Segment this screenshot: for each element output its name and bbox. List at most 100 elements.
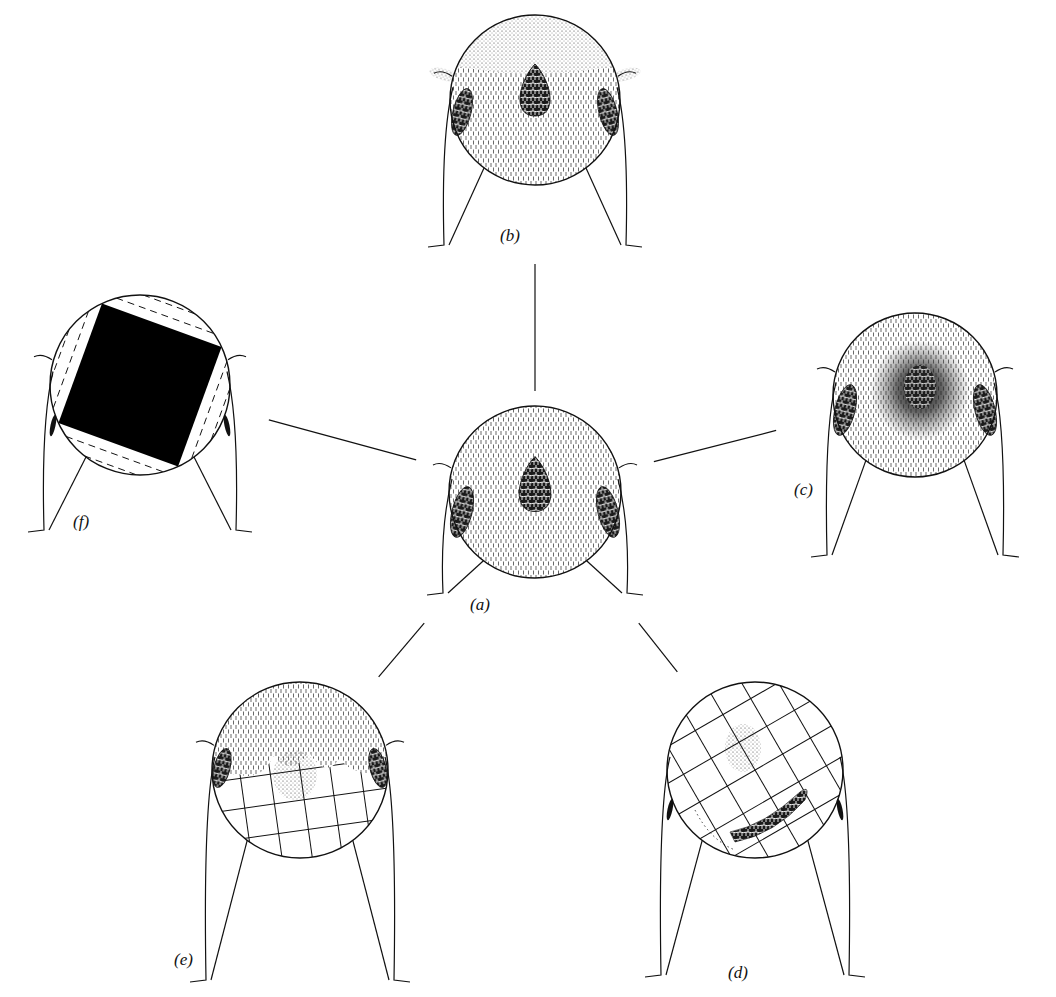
cross-grid <box>640 675 890 989</box>
figure-panel: (a) <box>420 395 650 620</box>
grid-line <box>640 683 841 801</box>
ear-curl <box>995 368 1013 372</box>
head-outline <box>833 313 997 477</box>
leg-inner <box>449 168 484 245</box>
leg-outer <box>190 757 215 982</box>
leg-inner <box>353 840 389 980</box>
grid-line <box>685 766 889 884</box>
head-outline <box>450 15 620 185</box>
leg-outer <box>28 372 53 533</box>
illustration-group <box>12 290 265 532</box>
grid-line <box>170 680 198 904</box>
hatching <box>833 313 997 477</box>
grid-line <box>653 711 857 829</box>
head-illustration <box>780 310 1050 565</box>
grid-line <box>640 675 793 718</box>
label-holder: (b) <box>500 226 520 246</box>
leg-outer <box>427 479 452 595</box>
head-interior <box>12 290 265 513</box>
leg-inner <box>586 168 621 245</box>
figure-panel: (e) <box>170 680 420 992</box>
head-ground <box>449 406 621 578</box>
leg-inner <box>964 461 998 555</box>
pebbled-streak <box>730 789 807 842</box>
label-holder: (f) <box>73 512 89 532</box>
grid-line <box>204 902 420 935</box>
figure-panel: (c) <box>780 310 1050 565</box>
head-illustration <box>640 675 890 990</box>
head-illustration <box>5 290 265 542</box>
pebbled-core <box>904 365 936 409</box>
cross-grid <box>170 680 420 939</box>
leg-outer <box>645 757 670 977</box>
ear-curl <box>228 355 246 359</box>
grid-line <box>194 680 227 899</box>
connector-line <box>269 420 416 460</box>
square-frame <box>12 290 265 513</box>
figure-panel: (d) <box>640 675 890 990</box>
grid-line <box>200 872 420 905</box>
hatching <box>449 406 621 578</box>
ear-curl <box>618 72 636 76</box>
leg-inner <box>448 561 483 593</box>
label-holder: (a) <box>470 595 490 615</box>
head-interior <box>449 406 621 578</box>
illustration-group <box>428 13 642 247</box>
leg-inner <box>211 840 247 980</box>
head-outline <box>50 295 230 475</box>
grid-line <box>751 675 869 840</box>
leg-outer <box>994 383 1019 557</box>
illustration-group <box>427 406 643 595</box>
head-interior <box>170 680 420 939</box>
grid-line <box>807 675 890 808</box>
leg-inner <box>666 840 702 975</box>
leg-inner <box>587 561 622 593</box>
label-holder: (d) <box>728 963 748 983</box>
illustration-group <box>640 675 890 989</box>
ear-curl <box>434 72 452 76</box>
head-ground <box>833 313 997 477</box>
ear-curl <box>196 741 214 745</box>
head-outline <box>212 682 388 858</box>
leg-inner <box>832 461 866 555</box>
leg-outer <box>428 87 453 247</box>
head-illustration <box>170 680 420 992</box>
ear-curl <box>619 463 637 467</box>
head-ground <box>50 295 230 475</box>
ear-curl <box>433 463 451 467</box>
grid-line <box>640 748 675 952</box>
head-outline <box>449 406 621 578</box>
pebbled-teardrop <box>520 64 550 116</box>
leg-inner <box>194 457 231 530</box>
leg-outer <box>618 479 643 595</box>
panel-label: (a) <box>470 595 490 615</box>
connector-line <box>654 430 776 461</box>
ear-curl <box>386 741 404 745</box>
panel-label: (c) <box>794 480 813 500</box>
grid-line <box>696 675 814 872</box>
leg-outer <box>227 372 252 533</box>
grid-line <box>640 675 777 690</box>
connector-line <box>379 623 425 677</box>
head-illustration <box>420 395 650 620</box>
leg-outer <box>617 87 642 247</box>
label-holder: (c) <box>794 480 813 500</box>
connector-line <box>639 623 678 672</box>
ear-curl <box>34 355 52 359</box>
pebbled-teardrop <box>519 457 551 512</box>
head-illustration <box>425 10 645 260</box>
illustration-group <box>811 313 1019 557</box>
grid-line <box>640 675 809 746</box>
figure-panel: (b) <box>425 10 645 260</box>
leg-inner <box>808 840 844 975</box>
head-interior <box>640 675 890 989</box>
ear-curl <box>817 368 835 372</box>
black-square <box>58 303 221 466</box>
grid-line <box>724 675 842 856</box>
stippled-patch <box>725 724 761 772</box>
connector-line <box>534 264 535 391</box>
panel-label: (e) <box>174 950 193 970</box>
label-holder: (e) <box>174 950 193 970</box>
dark-fuzz <box>870 340 970 440</box>
head-interior <box>448 13 622 185</box>
